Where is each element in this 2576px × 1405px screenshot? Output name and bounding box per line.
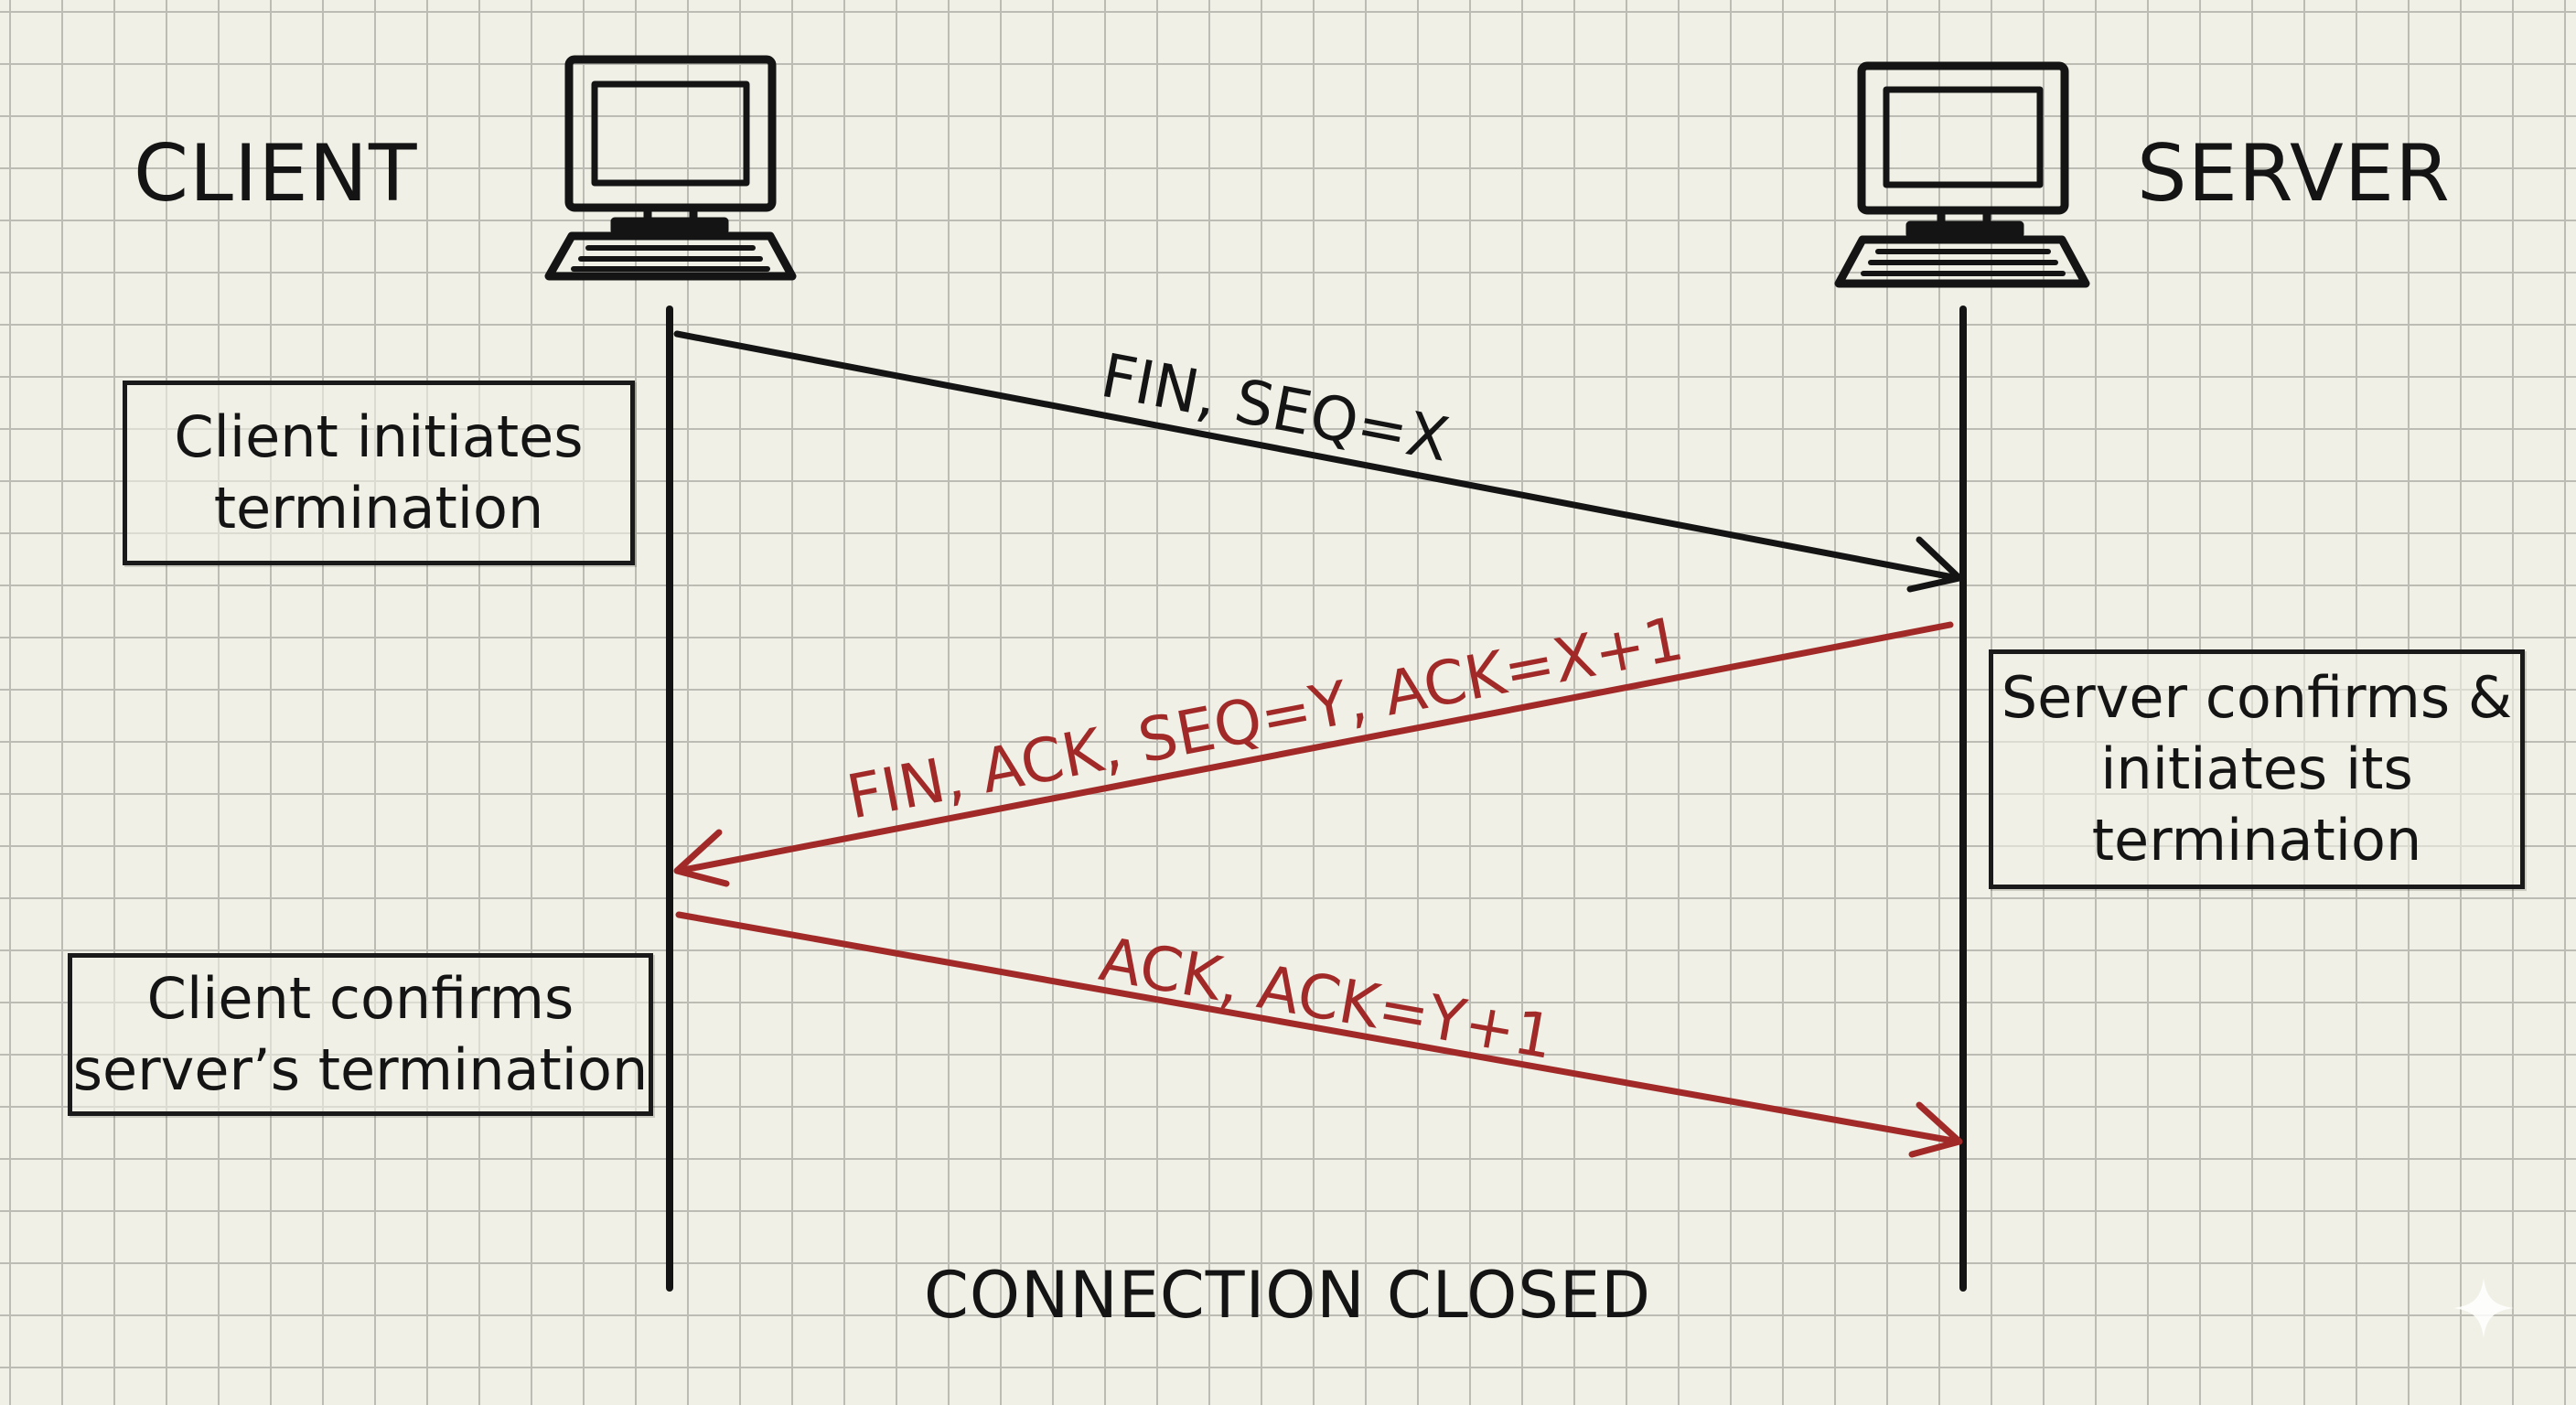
fin-ack-arrow [673, 621, 1954, 887]
server-label: SERVER [2137, 128, 2451, 220]
connection-closed-label: CONNECTION CLOSED [924, 1258, 1651, 1333]
client-label: CLIENT [134, 128, 418, 220]
client-confirms-note: Client confirms server’s termination [68, 953, 653, 1116]
fin-arrow [673, 330, 1963, 593]
client-initiates-note: Client initiates termination [123, 381, 635, 565]
client-computer-icon [544, 55, 797, 281]
server-confirms-note: Server confirms & initiates its terminat… [1989, 649, 2525, 889]
ack-arrow [675, 911, 1963, 1158]
sparkle-icon [2453, 1278, 2514, 1338]
server-computer-icon [1834, 61, 2090, 288]
